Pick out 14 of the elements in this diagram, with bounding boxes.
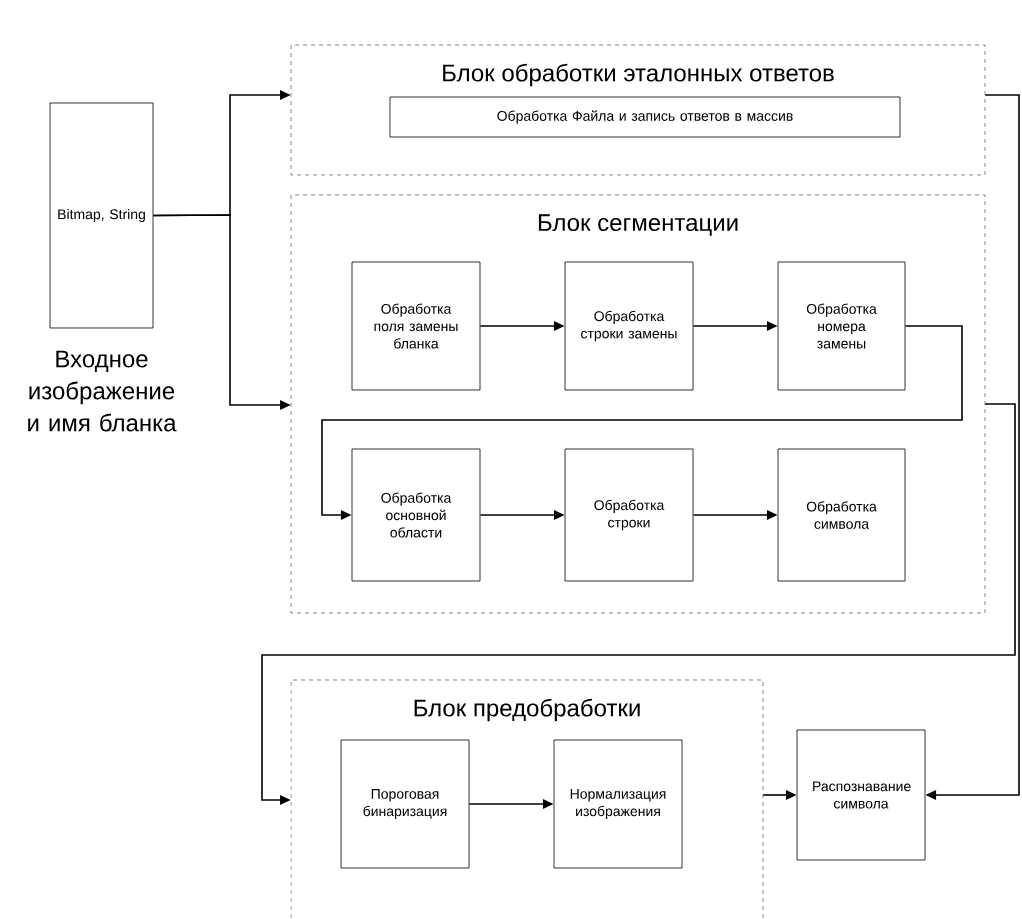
process-box: Пороговая бинаризация [340, 739, 470, 869]
process-box: Обработка поля замены бланка [351, 261, 481, 391]
caption-text: Входное изображение и имя бланка [28, 350, 177, 432]
process-box: Bitmap, String [49, 102, 154, 329]
process-box: Обработка строки [564, 448, 694, 582]
process-box: Обработка Файла и запись ответов в массив [389, 96, 901, 138]
process-box: Обработка символа [777, 448, 906, 582]
process-box: Обработка основной области [351, 448, 481, 582]
process-box: Обработка номера замены [777, 261, 906, 391]
process-box: Обработка строки замены [564, 261, 694, 391]
arrow [261, 403, 1016, 805]
process-box: Нормализация изображения [553, 739, 683, 869]
process-box: Распознавание символа [796, 729, 926, 861]
arrow [321, 325, 963, 520]
